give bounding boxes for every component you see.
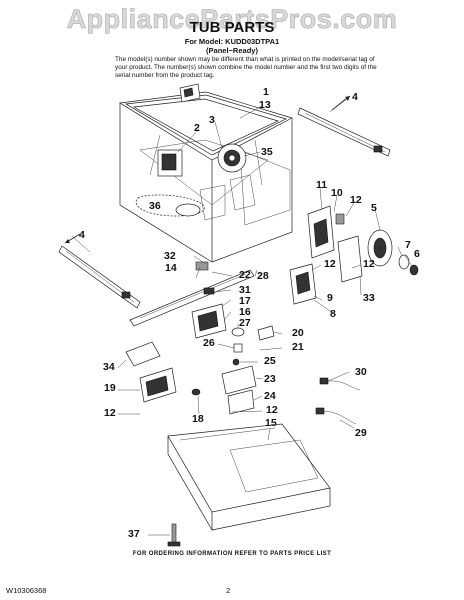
- callout-31: 31: [239, 284, 251, 296]
- part-20: [257, 325, 275, 341]
- support-bar: [129, 261, 255, 327]
- inlet-valve: [139, 367, 177, 403]
- callout-17: 17: [239, 295, 251, 307]
- callout-3: 3: [209, 114, 215, 126]
- page-title: TUB PARTS: [189, 19, 275, 36]
- callout-12-a: 12: [350, 194, 362, 206]
- rail-right: [297, 107, 391, 157]
- arrow-icon: [64, 233, 81, 244]
- bracket-33: [337, 235, 363, 283]
- callout-12-b: 12: [324, 258, 336, 270]
- page-number: 2: [226, 586, 231, 595]
- callout-24: 24: [264, 390, 276, 402]
- callout-2: 2: [194, 122, 200, 134]
- callout-22: 22: [239, 269, 251, 281]
- tub-assembly: [118, 91, 293, 263]
- callout-28: 28: [257, 270, 269, 282]
- callout-21: 21: [292, 341, 304, 353]
- pump-assembly: [191, 303, 227, 339]
- callout-4-left: 4: [79, 229, 85, 241]
- wire-harness: [315, 377, 361, 425]
- callout-7: 7: [405, 239, 411, 251]
- cap-6: [409, 264, 419, 276]
- callout-6: 6: [414, 248, 420, 260]
- document-number: W10306368: [6, 586, 47, 595]
- rail-left: [58, 245, 141, 309]
- callout-30: 30: [355, 366, 367, 378]
- callout-36: 36: [149, 200, 161, 212]
- variant-line: (Panel−Ready): [206, 46, 258, 55]
- callout-27: 27: [239, 317, 251, 329]
- callout-12-e: 12: [266, 404, 278, 416]
- callout-8: 8: [330, 308, 336, 320]
- callout-9: 9: [327, 292, 333, 304]
- callout-19: 19: [104, 382, 116, 394]
- watermark: AppliancePartsPros.com: [66, 4, 398, 35]
- fan-assembly: [217, 143, 247, 173]
- cap-7: [398, 254, 410, 270]
- callout-25: 25: [264, 355, 276, 367]
- model-note: The model(s) number shown may be differe…: [115, 56, 377, 79]
- base-pan: [167, 423, 331, 532]
- ordering-info: FOR ORDERING INFORMATION REFER TO PARTS …: [132, 551, 332, 557]
- callout-20: 20: [292, 327, 304, 339]
- callout-37: 37: [128, 528, 140, 540]
- callout-18: 18: [192, 413, 204, 425]
- arrow-icon: [331, 95, 351, 111]
- callout-16: 16: [239, 306, 251, 318]
- part-18: [191, 388, 201, 396]
- callout-14: 14: [165, 262, 177, 274]
- callout-12-d: 12: [104, 407, 116, 419]
- callout-5: 5: [371, 202, 377, 214]
- callout-26: 26: [203, 337, 215, 349]
- callout-15: 15: [265, 417, 277, 429]
- detergent-dispenser: [307, 205, 345, 259]
- callout-12-c: 12: [363, 258, 375, 270]
- model-line: For Model: KUDD03DTPA1: [184, 37, 280, 46]
- callout-29: 29: [355, 427, 367, 439]
- plate-34: [125, 341, 161, 367]
- center-stack: [221, 327, 257, 415]
- callout-13: 13: [259, 99, 271, 111]
- callout-4-upper: 4: [352, 91, 358, 103]
- rinse-aid-cap: [367, 229, 393, 267]
- callout-33: 33: [363, 292, 375, 304]
- vent-assembly: [157, 149, 183, 177]
- callout-1: 1: [263, 86, 269, 98]
- callout-23: 23: [264, 373, 276, 385]
- callout-32: 32: [164, 250, 176, 262]
- callout-34: 34: [103, 361, 115, 373]
- callout-35: 35: [261, 146, 273, 158]
- callout-10: 10: [331, 187, 343, 199]
- callout-11: 11: [316, 179, 328, 191]
- leveling-screw: [167, 523, 181, 547]
